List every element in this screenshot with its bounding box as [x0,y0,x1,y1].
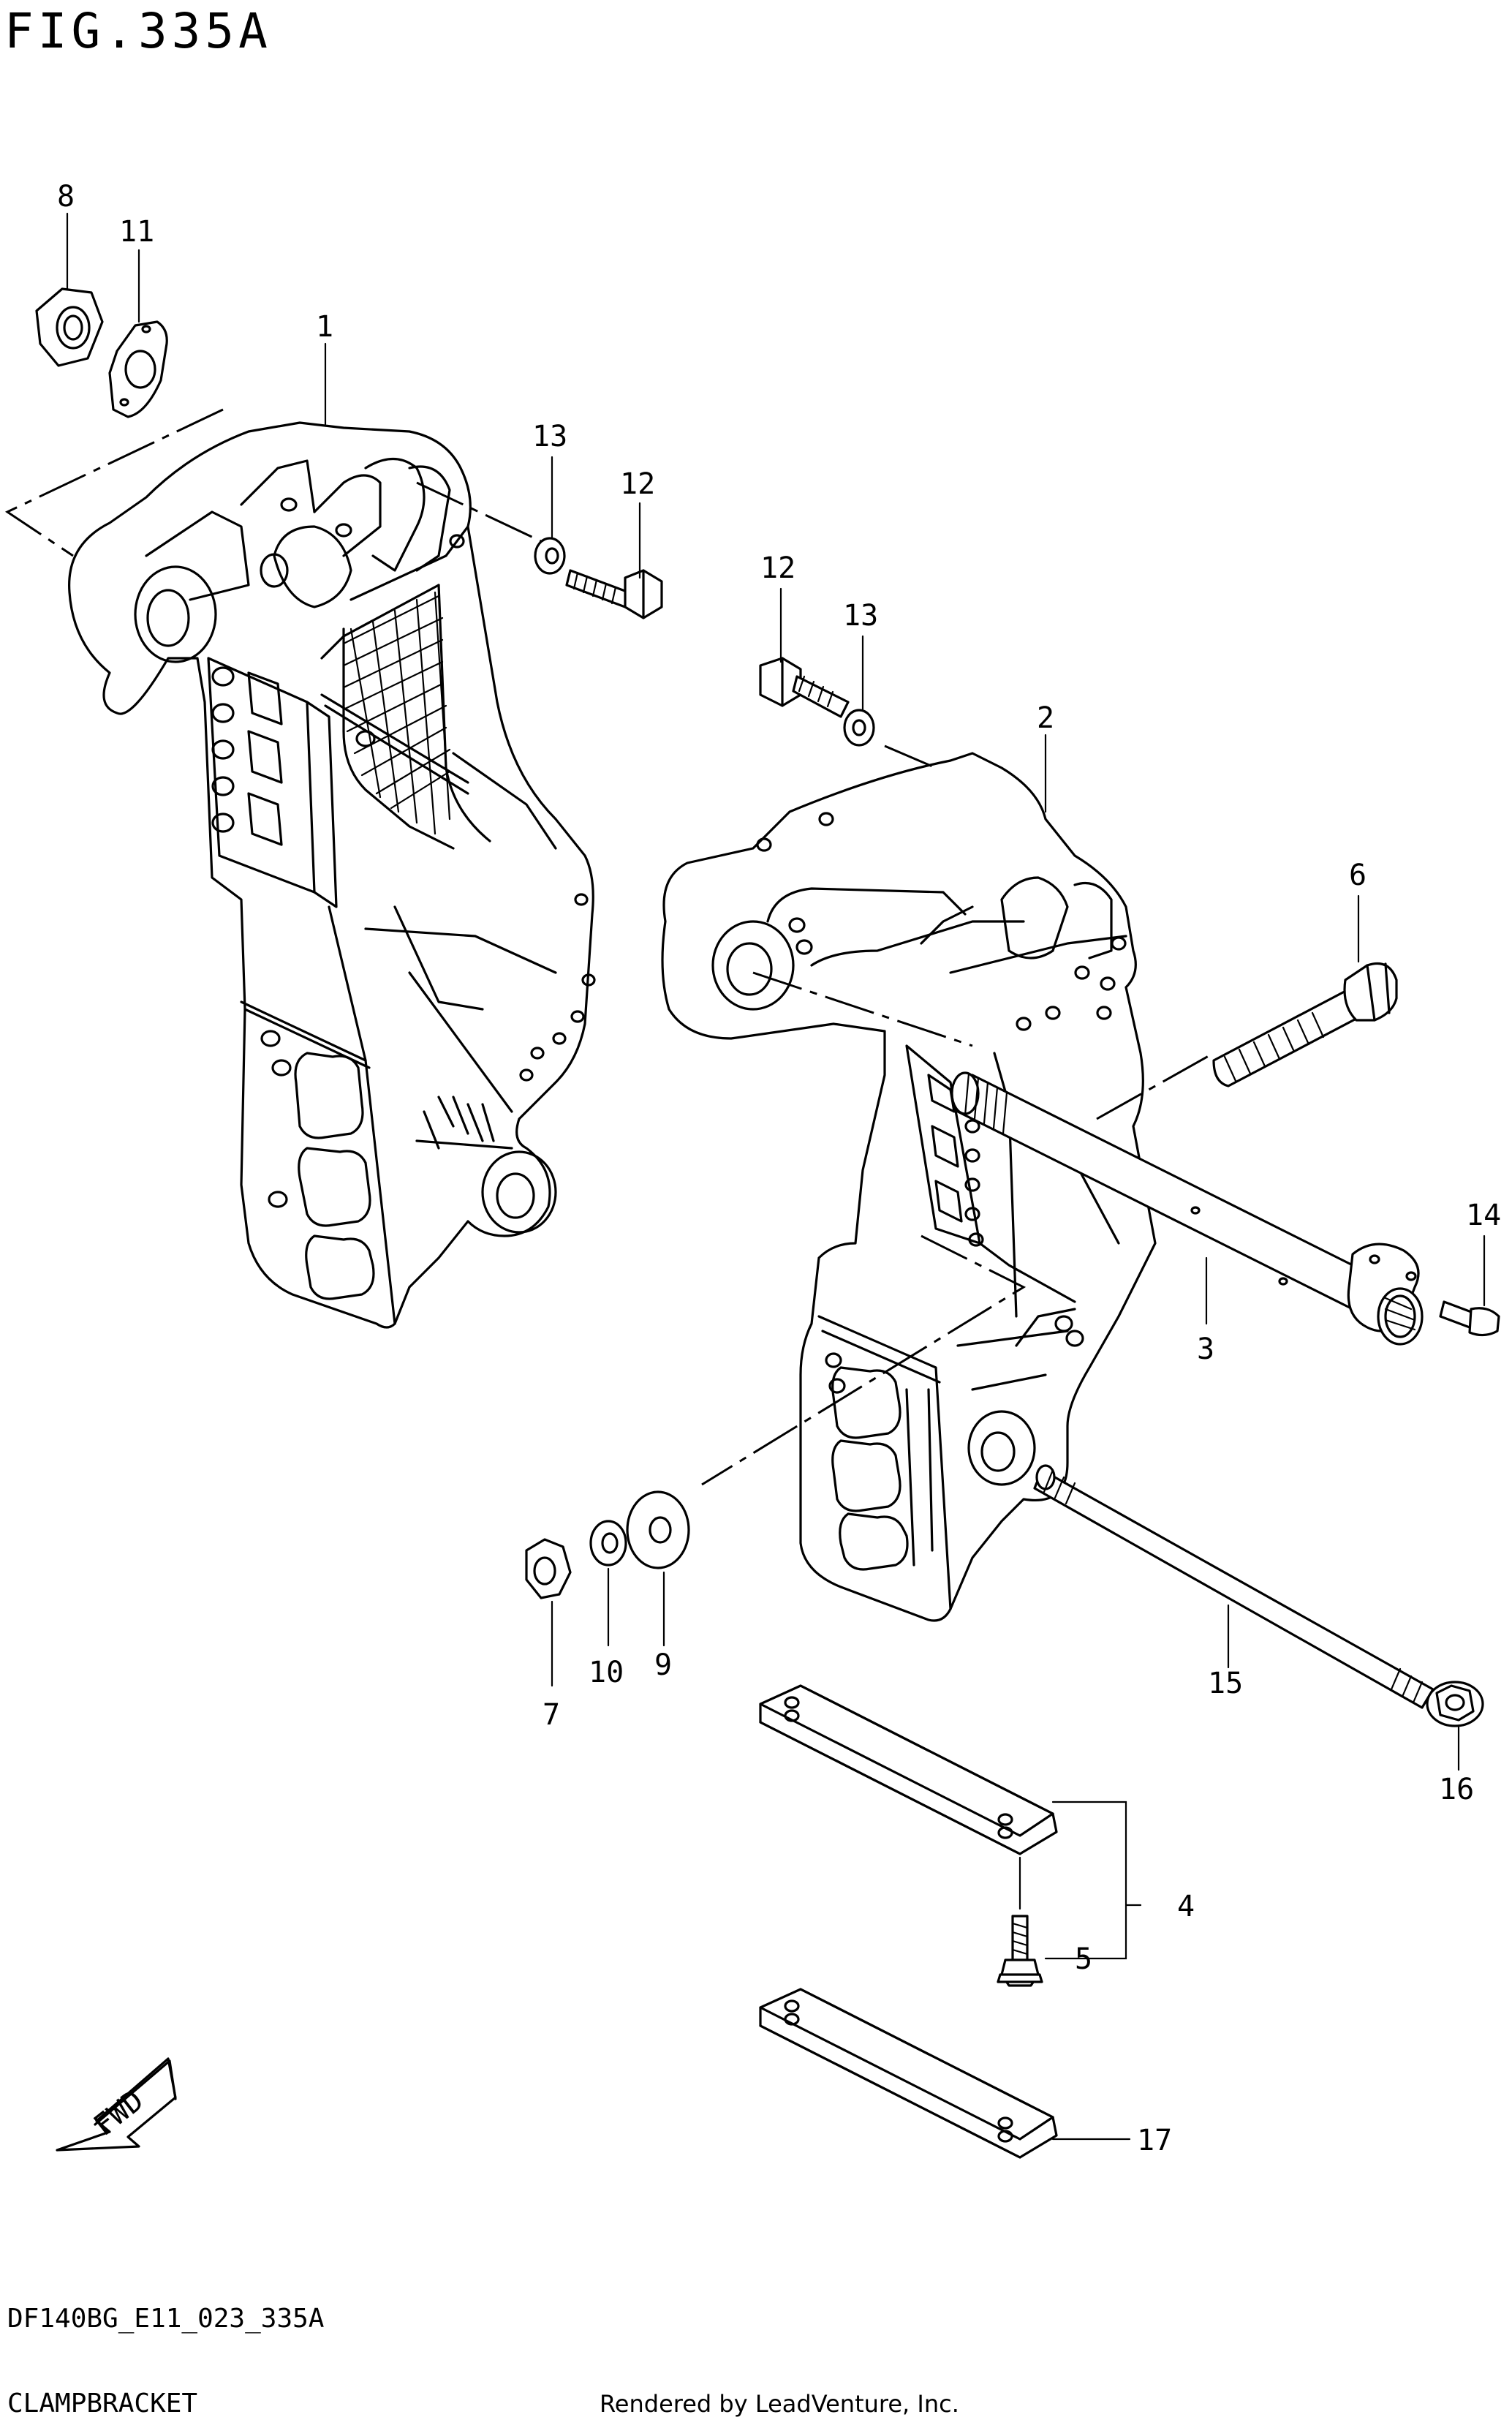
callout-2[interactable]: 2 [1037,701,1054,735]
alignment-dashed-lines [4,408,1214,1486]
rendered-by-credit: Rendered by LeadVenture, Inc. [600,2390,959,2418]
plate-part-11[interactable] [108,320,168,418]
callout-13-middle[interactable]: 13 [843,599,878,633]
flange-nut-part-16[interactable] [1426,1681,1484,1727]
callout-14[interactable]: 14 [1466,1199,1501,1232]
callout-5[interactable]: 5 [1075,1942,1092,1976]
callout-1[interactable]: 1 [316,310,333,344]
washer-part-9[interactable] [626,1490,690,1569]
callout-8[interactable]: 8 [57,180,75,214]
clamp-bracket-left-part-1[interactable] [68,421,596,1329]
bolt-part-12-middle[interactable] [759,657,850,718]
callout-7[interactable]: 7 [543,1698,560,1732]
figure-title: FIG.335A [4,3,272,59]
tilt-shaft-part-3[interactable] [950,1071,1424,1346]
bolt-part-12-upper[interactable] [565,569,663,619]
washer-part-13-upper[interactable] [534,537,566,575]
callout-13-upper[interactable]: 13 [532,420,567,453]
callout-11[interactable]: 11 [119,215,154,249]
diagram-code: DF140BG_E11_023_335A [7,2304,325,2334]
bolt-part-6[interactable] [1212,962,1398,1087]
anode-plate-part-4[interactable] [759,1684,1058,1855]
lock-washer-part-10[interactable] [589,1520,627,1566]
callout-16[interactable]: 16 [1439,1773,1474,1806]
bolt-part-5[interactable] [997,1915,1043,1987]
callout-labels: 8 11 1 13 12 12 13 2 6 14 3 9 10 7 15 16… [57,180,1501,2157]
anode-plate-part-17[interactable] [759,1988,1058,2159]
callout-3[interactable]: 3 [1197,1332,1214,1366]
bolt-part-14[interactable] [1439,1300,1500,1337]
through-bolt-part-15[interactable] [1033,1464,1434,1709]
callout-12-middle[interactable]: 12 [760,551,795,585]
callout-6[interactable]: 6 [1349,859,1367,892]
clamp-bracket-right-part-2[interactable] [661,752,1157,1622]
callout-15[interactable]: 15 [1208,1667,1243,1700]
callout-12-upper[interactable]: 12 [620,467,655,501]
callout-17[interactable]: 17 [1137,2124,1172,2157]
callout-4[interactable]: 4 [1177,1890,1195,1923]
nut-part-8[interactable] [35,287,104,367]
callout-9[interactable]: 9 [654,1648,672,1682]
nut-part-7[interactable] [525,1538,572,1599]
callout-10[interactable]: 10 [589,1656,624,1689]
leader-lines [66,212,1486,2141]
diagram-name: CLAMPBRACKET [7,2389,198,2418]
fwd-arrow-icon: FWD [56,2057,177,2152]
washer-part-13-middle[interactable] [843,709,875,747]
